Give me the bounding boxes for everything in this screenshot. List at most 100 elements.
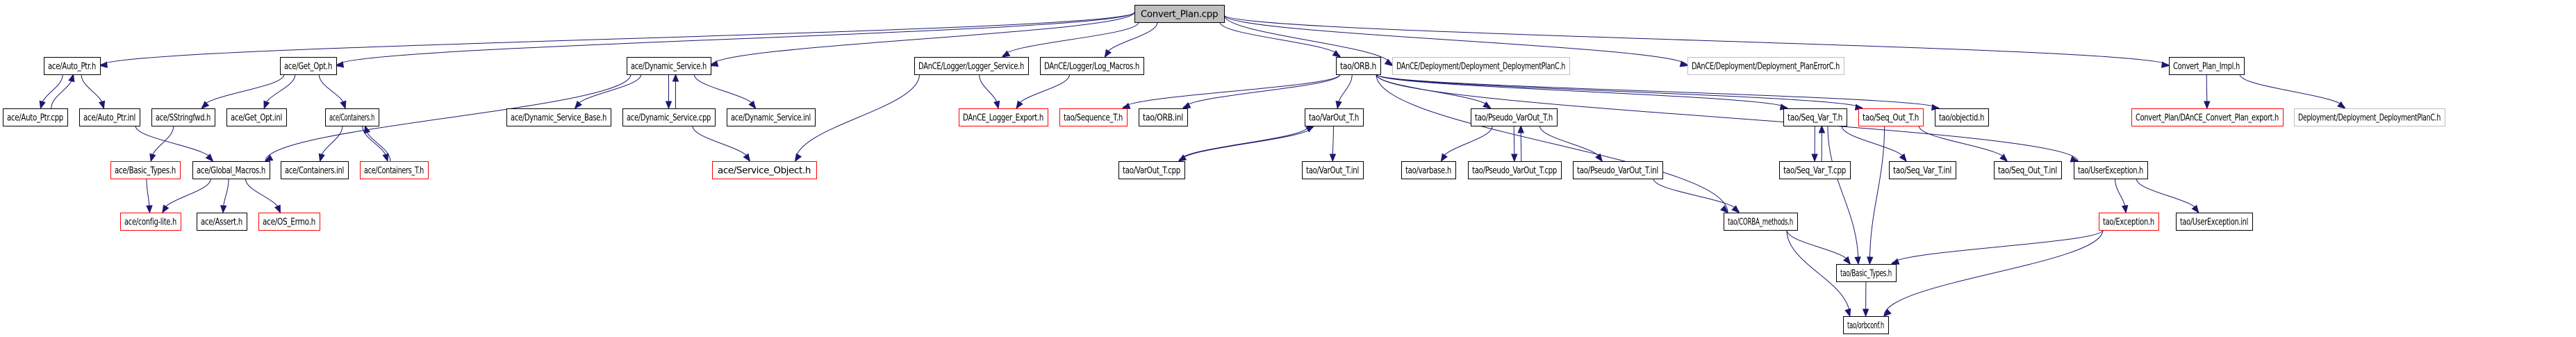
graph-node-varout-t-h[interactable]: tao/VarOut_T.h bbox=[1305, 108, 1364, 126]
graph-node-global-macros-h[interactable]: ace/Global_Macros.h bbox=[192, 161, 270, 179]
graph-node-objectid-h[interactable]: tao/objectid.h bbox=[1935, 108, 1989, 126]
graph-node-auto-ptr-cpp[interactable]: ace/Auto_Ptr.cpp bbox=[3, 108, 68, 126]
graph-node-containers-t-h[interactable]: ace/Containers_T.h bbox=[360, 161, 429, 179]
node-box bbox=[1134, 5, 1225, 23]
edge-line bbox=[1122, 74, 1341, 109]
graph-node-pseudo-varout-t-h[interactable]: tao/Pseudo_VarOut_T.h bbox=[1471, 108, 1558, 126]
graph-node-exception-h[interactable]: tao/Exception.h bbox=[2099, 213, 2159, 231]
edge-convert-plan-impl-h-to-convert-plan-export-h bbox=[2204, 74, 2211, 110]
graph-node-dance-plan-errorc-h[interactable]: DAnCE/Deployment/Deployment_PlanErrorC.h bbox=[1687, 57, 1844, 75]
graph-node-containers-h[interactable]: ace/Containers.h bbox=[325, 108, 379, 126]
graph-node-corba-methods-h[interactable]: tao/CORBA_methods.h bbox=[1724, 213, 1798, 231]
edge-line bbox=[99, 12, 1135, 66]
graph-node-dance-deploy-planc-h[interactable]: DAnCE/Deployment/Deployment_DeploymentPl… bbox=[1392, 57, 1570, 75]
graph-node-auto-ptr-inl[interactable]: ace/Auto_Ptr.inl bbox=[79, 108, 140, 126]
arrowhead-icon bbox=[340, 100, 347, 110]
node-label: Convert_Plan/DAnCE_Convert_Plan_export.h bbox=[2136, 113, 2279, 124]
node-box bbox=[506, 108, 611, 126]
node-box bbox=[197, 213, 247, 231]
graph-node-varbase-h[interactable]: tao/varbase.h bbox=[1401, 161, 1456, 179]
graph-node-logger-service-h[interactable]: DAnCE/Logger/Logger_Service.h bbox=[914, 57, 1029, 75]
graph-node-convert-plan-export-h[interactable]: Convert_Plan/DAnCE_Convert_Plan_export.h bbox=[2131, 108, 2284, 126]
graph-node-sequence-t-h[interactable]: tao/Sequence_T.h bbox=[1059, 108, 1128, 126]
graph-node-get-opt-h[interactable]: ace/Get_Opt.h bbox=[280, 57, 337, 75]
edge-line bbox=[1440, 125, 1493, 162]
node-label: ace/Containers.inl bbox=[285, 165, 344, 176]
node-box bbox=[2176, 213, 2253, 231]
edge-exception-h-to-orbconf-h bbox=[1883, 229, 2104, 317]
node-box bbox=[1836, 264, 1897, 282]
graph-node-seq-var-t-inl[interactable]: tao/Seq_Var_T.inl bbox=[1889, 161, 1956, 179]
graph-node-ace-basic-types-h[interactable]: ace/Basic_Types.h bbox=[110, 161, 181, 179]
graph-node-dyn-service-h[interactable]: ace/Dynamic_Service.h bbox=[627, 57, 711, 75]
node-label: tao/UserException.inl bbox=[2180, 217, 2248, 228]
graph-node-deploy-planc-h[interactable]: Deployment/Deployment_DeploymentPlanC.h bbox=[2294, 108, 2445, 126]
node-box bbox=[1573, 161, 1663, 179]
graph-node-config-lite-h[interactable]: ace/config-lite.h bbox=[120, 213, 181, 231]
graph-node-logger-export-h[interactable]: DAnCE_Logger_Export.h bbox=[959, 108, 1048, 126]
node-box bbox=[627, 57, 711, 75]
graph-node-varout-t-inl[interactable]: tao/VarOut_T.inl bbox=[1302, 161, 1364, 179]
edge-line bbox=[575, 74, 642, 109]
edge-line bbox=[1891, 229, 2104, 265]
graph-node-orb-inl[interactable]: tao/ORB.inl bbox=[1139, 108, 1188, 126]
graph-node-assert-h[interactable]: ace/Assert.h bbox=[197, 213, 247, 231]
edge-line bbox=[1223, 15, 1688, 66]
arrowhead-icon bbox=[364, 124, 371, 134]
graph-node-orbconf-h[interactable]: tao/orbconf.h bbox=[1843, 316, 1889, 334]
graph-node-service-object-h[interactable]: ace/Service_Object.h bbox=[712, 161, 817, 179]
graph-node-convert-plan-impl-h[interactable]: Convert_Plan_Impl.h bbox=[2169, 57, 2245, 75]
edge-seq-var-t-h-to-seq-var-t-cpp bbox=[1811, 125, 1818, 163]
arrowhead-icon bbox=[1182, 101, 1191, 109]
graph-node-seq-var-t-h[interactable]: tao/Seq_Var_T.h bbox=[1783, 108, 1847, 126]
edge-seq-out-t-h-to-seq-out-t-inl bbox=[1918, 125, 2008, 162]
node-label: tao/ORB.h bbox=[1340, 61, 1376, 72]
node-box bbox=[1302, 161, 1364, 179]
edge-root-to-dance-deploy-planc-h bbox=[1223, 15, 1394, 67]
graph-node-seq-out-t-inl[interactable]: tao/Seq_Out_T.inl bbox=[1994, 161, 2062, 179]
graph-node-orb-h[interactable]: tao/ORB.h bbox=[1336, 57, 1381, 75]
edge-line bbox=[1180, 125, 1314, 162]
node-label: ace/Dynamic_Service.cpp bbox=[627, 113, 711, 124]
node-box bbox=[2099, 213, 2159, 231]
node-box bbox=[1305, 108, 1364, 126]
edge-dyn-service-h-to-dyn-service-inl bbox=[693, 74, 757, 110]
node-box bbox=[1889, 161, 1956, 179]
edge-auto-ptr-inl-to-global-macros-h bbox=[135, 125, 214, 162]
node-label: ace/Auto_Ptr.inl bbox=[83, 113, 135, 124]
graph-node-userexception-h[interactable]: tao/UserException.h bbox=[2074, 161, 2148, 179]
graph-node-varout-t-cpp[interactable]: tao/VarOut_T.cpp bbox=[1118, 161, 1185, 179]
graph-node-dyn-service-base-h[interactable]: ace/Dynamic_Service_Base.h bbox=[506, 108, 611, 126]
graph-node-pseudo-varout-t-cpp[interactable]: tao/Pseudo_VarOut_T.cpp bbox=[1468, 161, 1562, 179]
arrowhead-icon bbox=[205, 154, 214, 162]
graph-node-auto-ptr-h[interactable]: ace/Auto_Ptr.h bbox=[44, 57, 101, 75]
arrowhead-icon bbox=[201, 101, 210, 109]
node-label: tao/VarOut_T.h bbox=[1309, 113, 1359, 124]
graph-node-userexception-inl[interactable]: tao/UserException.inl bbox=[2176, 213, 2253, 231]
arrowhead-icon bbox=[574, 100, 583, 110]
graph-node-get-opt-inl[interactable]: ace/Get_Opt.inl bbox=[226, 108, 287, 126]
arrowhead-icon bbox=[1305, 125, 1314, 133]
graph-node-log-macros-h[interactable]: DAnCE/Logger/Log_Macros.h bbox=[1040, 57, 1144, 75]
edge-containers-h-to-containers-inl bbox=[318, 125, 343, 163]
arrowhead-icon bbox=[263, 100, 270, 110]
node-label: tao/Pseudo_VarOut_T.cpp bbox=[1472, 165, 1557, 176]
node-box bbox=[1336, 57, 1381, 75]
graph-node-pseudo-varout-t-inl[interactable]: tao/Pseudo_VarOut_T.inl bbox=[1573, 161, 1663, 179]
arrowhead-icon bbox=[1890, 258, 1900, 265]
arrowhead-icon bbox=[1811, 154, 1818, 163]
edge-varout-t-cpp-to-varout-t-h bbox=[1180, 125, 1314, 162]
graph-node-root[interactable]: Convert_Plan.cpp bbox=[1134, 5, 1225, 23]
graph-node-tao-basic-types-h[interactable]: tao/Basic_Types.h bbox=[1836, 264, 1897, 282]
graph-node-dyn-service-cpp[interactable]: ace/Dynamic_Service.cpp bbox=[622, 108, 716, 126]
arrowhead-icon bbox=[68, 73, 75, 83]
arrowhead-icon bbox=[1511, 154, 1518, 163]
graph-node-seq-var-t-cpp[interactable]: tao/Seq_Var_T.cpp bbox=[1779, 161, 1851, 179]
edge-line bbox=[1223, 15, 1393, 66]
graph-node-sstringfwd-h[interactable]: ace/SStringfwd.h bbox=[151, 108, 215, 126]
edge-root-to-dyn-service-h bbox=[709, 12, 1135, 67]
graph-node-os-errno-h[interactable]: ace/OS_Errno.h bbox=[258, 213, 320, 231]
graph-node-seq-out-t-h[interactable]: tao/Seq_Out_T.h bbox=[1858, 108, 1924, 126]
graph-node-dyn-service-inl[interactable]: ace/Dynamic_Service.inl bbox=[727, 108, 816, 126]
graph-node-containers-inl[interactable]: ace/Containers.inl bbox=[281, 161, 349, 179]
